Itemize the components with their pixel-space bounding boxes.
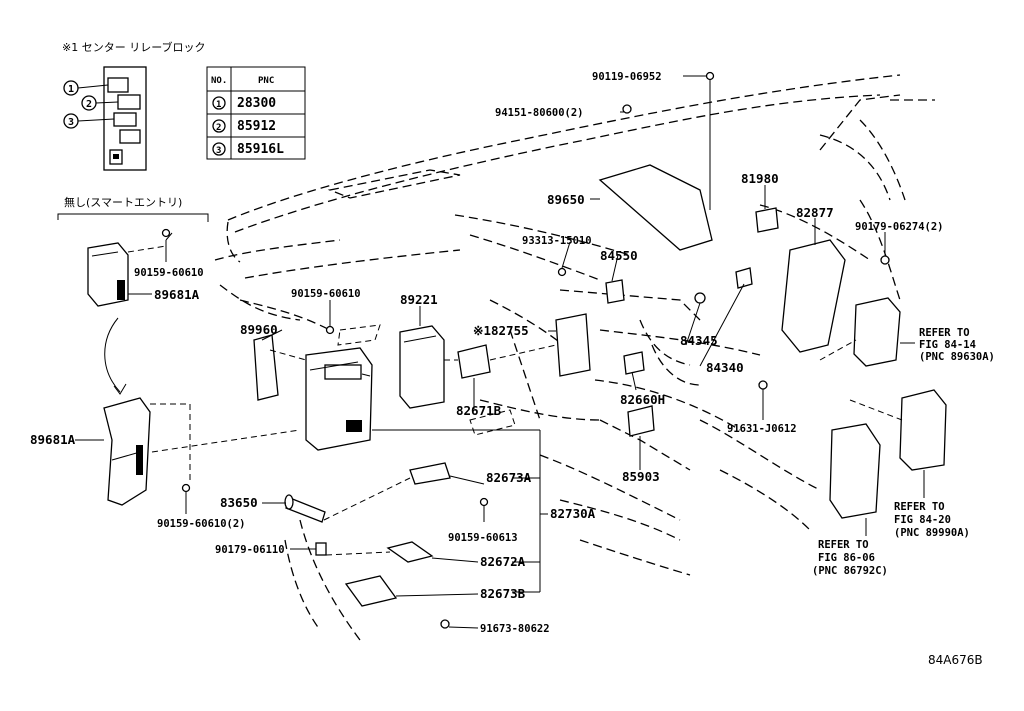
part-label: 82877 xyxy=(796,205,834,220)
part-label: 89681A xyxy=(154,287,200,302)
part-label: 84550 xyxy=(600,248,638,263)
bracket-82877 xyxy=(781,239,846,353)
switch-84345 xyxy=(735,267,753,289)
part-label: 90119-06952 xyxy=(592,71,662,83)
svg-text:(PNC 89990A): (PNC 89990A) xyxy=(894,527,970,539)
table-row-no: 2 xyxy=(216,123,221,133)
callout-3 xyxy=(63,113,79,129)
part-label: 84340 xyxy=(706,360,744,375)
callout-1 xyxy=(63,80,79,96)
swap-arrow xyxy=(104,317,121,393)
leader-lines xyxy=(75,75,925,629)
part-label: 82673B xyxy=(480,586,526,601)
bracket-89960 xyxy=(253,334,279,401)
part-label: 81980 xyxy=(741,171,779,186)
switch-84550 xyxy=(605,279,625,304)
callout-2 xyxy=(81,95,97,111)
part-label: 90179-06110 xyxy=(215,544,285,556)
part-label: 89681A xyxy=(30,432,76,447)
part-label: 82673A xyxy=(486,470,532,485)
svg-text:FIG 84-14: FIG 84-14 xyxy=(919,339,976,351)
svg-text:REFER TO: REFER TO xyxy=(919,327,970,339)
table-row-pnc: 85912 xyxy=(237,119,276,134)
part-label: 89650 xyxy=(547,192,585,207)
part-label: 91631-J0612 xyxy=(727,423,797,435)
part-label: 94151-80600(2) xyxy=(495,107,584,119)
refer-note-86-06: REFER TO FIG 86-06 (PNC 86792C) xyxy=(812,539,888,577)
table-row-no: 1 xyxy=(216,100,221,110)
svg-text:(PNC 86792C): (PNC 86792C) xyxy=(812,565,888,577)
part-label: 90179-06274(2) xyxy=(855,221,944,233)
part-label: 82660H xyxy=(620,392,665,407)
part-label: 93313-15010 xyxy=(522,235,592,247)
bolt-icon xyxy=(161,71,890,629)
svg-text:2: 2 xyxy=(86,99,92,110)
module-89681A-upper xyxy=(87,242,129,307)
relay-block-82755 xyxy=(555,313,591,377)
table-row-pnc: 28300 xyxy=(237,96,276,111)
ecu-ref-86-06 xyxy=(829,423,881,519)
refer-note-84-14: REFER TO FIG 84-14 (PNC 89630A) xyxy=(919,327,995,363)
instrument-panel-outline xyxy=(214,74,935,641)
refer-note-84-20: REFER TO FIG 84-20 (PNC 89990A) xyxy=(894,501,970,539)
part-label: ※182755 xyxy=(473,323,529,338)
part-label: 83650 xyxy=(220,495,258,510)
svg-text:REFER TO: REFER TO xyxy=(818,539,869,551)
ecu-ref-84-14 xyxy=(853,297,901,367)
part-label: 85903 xyxy=(622,469,660,484)
diagram-id: 84A676B xyxy=(928,653,983,667)
part-83650 xyxy=(284,494,326,523)
bracket-82673B xyxy=(344,575,398,607)
ecu-ref-84-20 xyxy=(899,389,947,471)
relay-82671B xyxy=(457,344,491,379)
part-label: 90159-60610 xyxy=(291,288,361,300)
table-row-no: 3 xyxy=(216,146,221,156)
part-label: 89960 xyxy=(240,322,278,337)
svg-text:FIG 84-20: FIG 84-20 xyxy=(894,514,951,526)
bracket-89681A-lower xyxy=(103,397,151,506)
part-label: 82672A xyxy=(480,554,526,569)
part-85903 xyxy=(627,405,655,437)
table-header-pnc: PNC xyxy=(258,76,274,86)
svg-text:3: 3 xyxy=(68,117,74,128)
svg-text:REFER TO: REFER TO xyxy=(894,501,945,513)
part-labels: 無し(スマートエントリ) 90119-06952 94151-80600(2) … xyxy=(30,71,995,667)
part-label: 84345 xyxy=(680,333,718,348)
part-label: 90159-60613 xyxy=(448,532,518,544)
table-header-no: NO. xyxy=(211,76,227,86)
part-81980 xyxy=(755,207,779,233)
part-label: 89221 xyxy=(400,292,438,307)
variant-bracket xyxy=(57,213,209,222)
variant-note: 無し(スマートエントリ) xyxy=(64,195,182,209)
bracket-82673A xyxy=(409,462,451,485)
part-label: 90159-60610 xyxy=(134,267,204,279)
relay-block-legend: ※1 センター リレーブロック 1 2 3 NO. PNC 1 28300 xyxy=(62,40,306,171)
clip-90179-06110 xyxy=(315,542,327,556)
part-label: 82671B xyxy=(456,403,502,418)
part-label: 91673-80622 xyxy=(480,623,550,635)
part-82672A xyxy=(386,541,434,563)
table-row-pnc: 85916L xyxy=(237,142,284,157)
ecu-89221 xyxy=(399,325,445,409)
legend-title: ※1 センター リレーブロック xyxy=(62,40,206,54)
pnc-table: NO. PNC 1 28300 2 85912 3 85916L xyxy=(206,66,306,160)
part-label: 90159-60610(2) xyxy=(157,518,246,530)
svg-text:(PNC 89630A): (PNC 89630A) xyxy=(919,351,995,363)
part-label: 82730A xyxy=(550,506,596,521)
bracket-89650 xyxy=(598,164,713,251)
svg-text:FIG 86-06: FIG 86-06 xyxy=(818,552,875,564)
junction-block-82730A xyxy=(305,347,373,451)
svg-text:1: 1 xyxy=(68,84,74,95)
relay-82660H xyxy=(623,351,645,375)
